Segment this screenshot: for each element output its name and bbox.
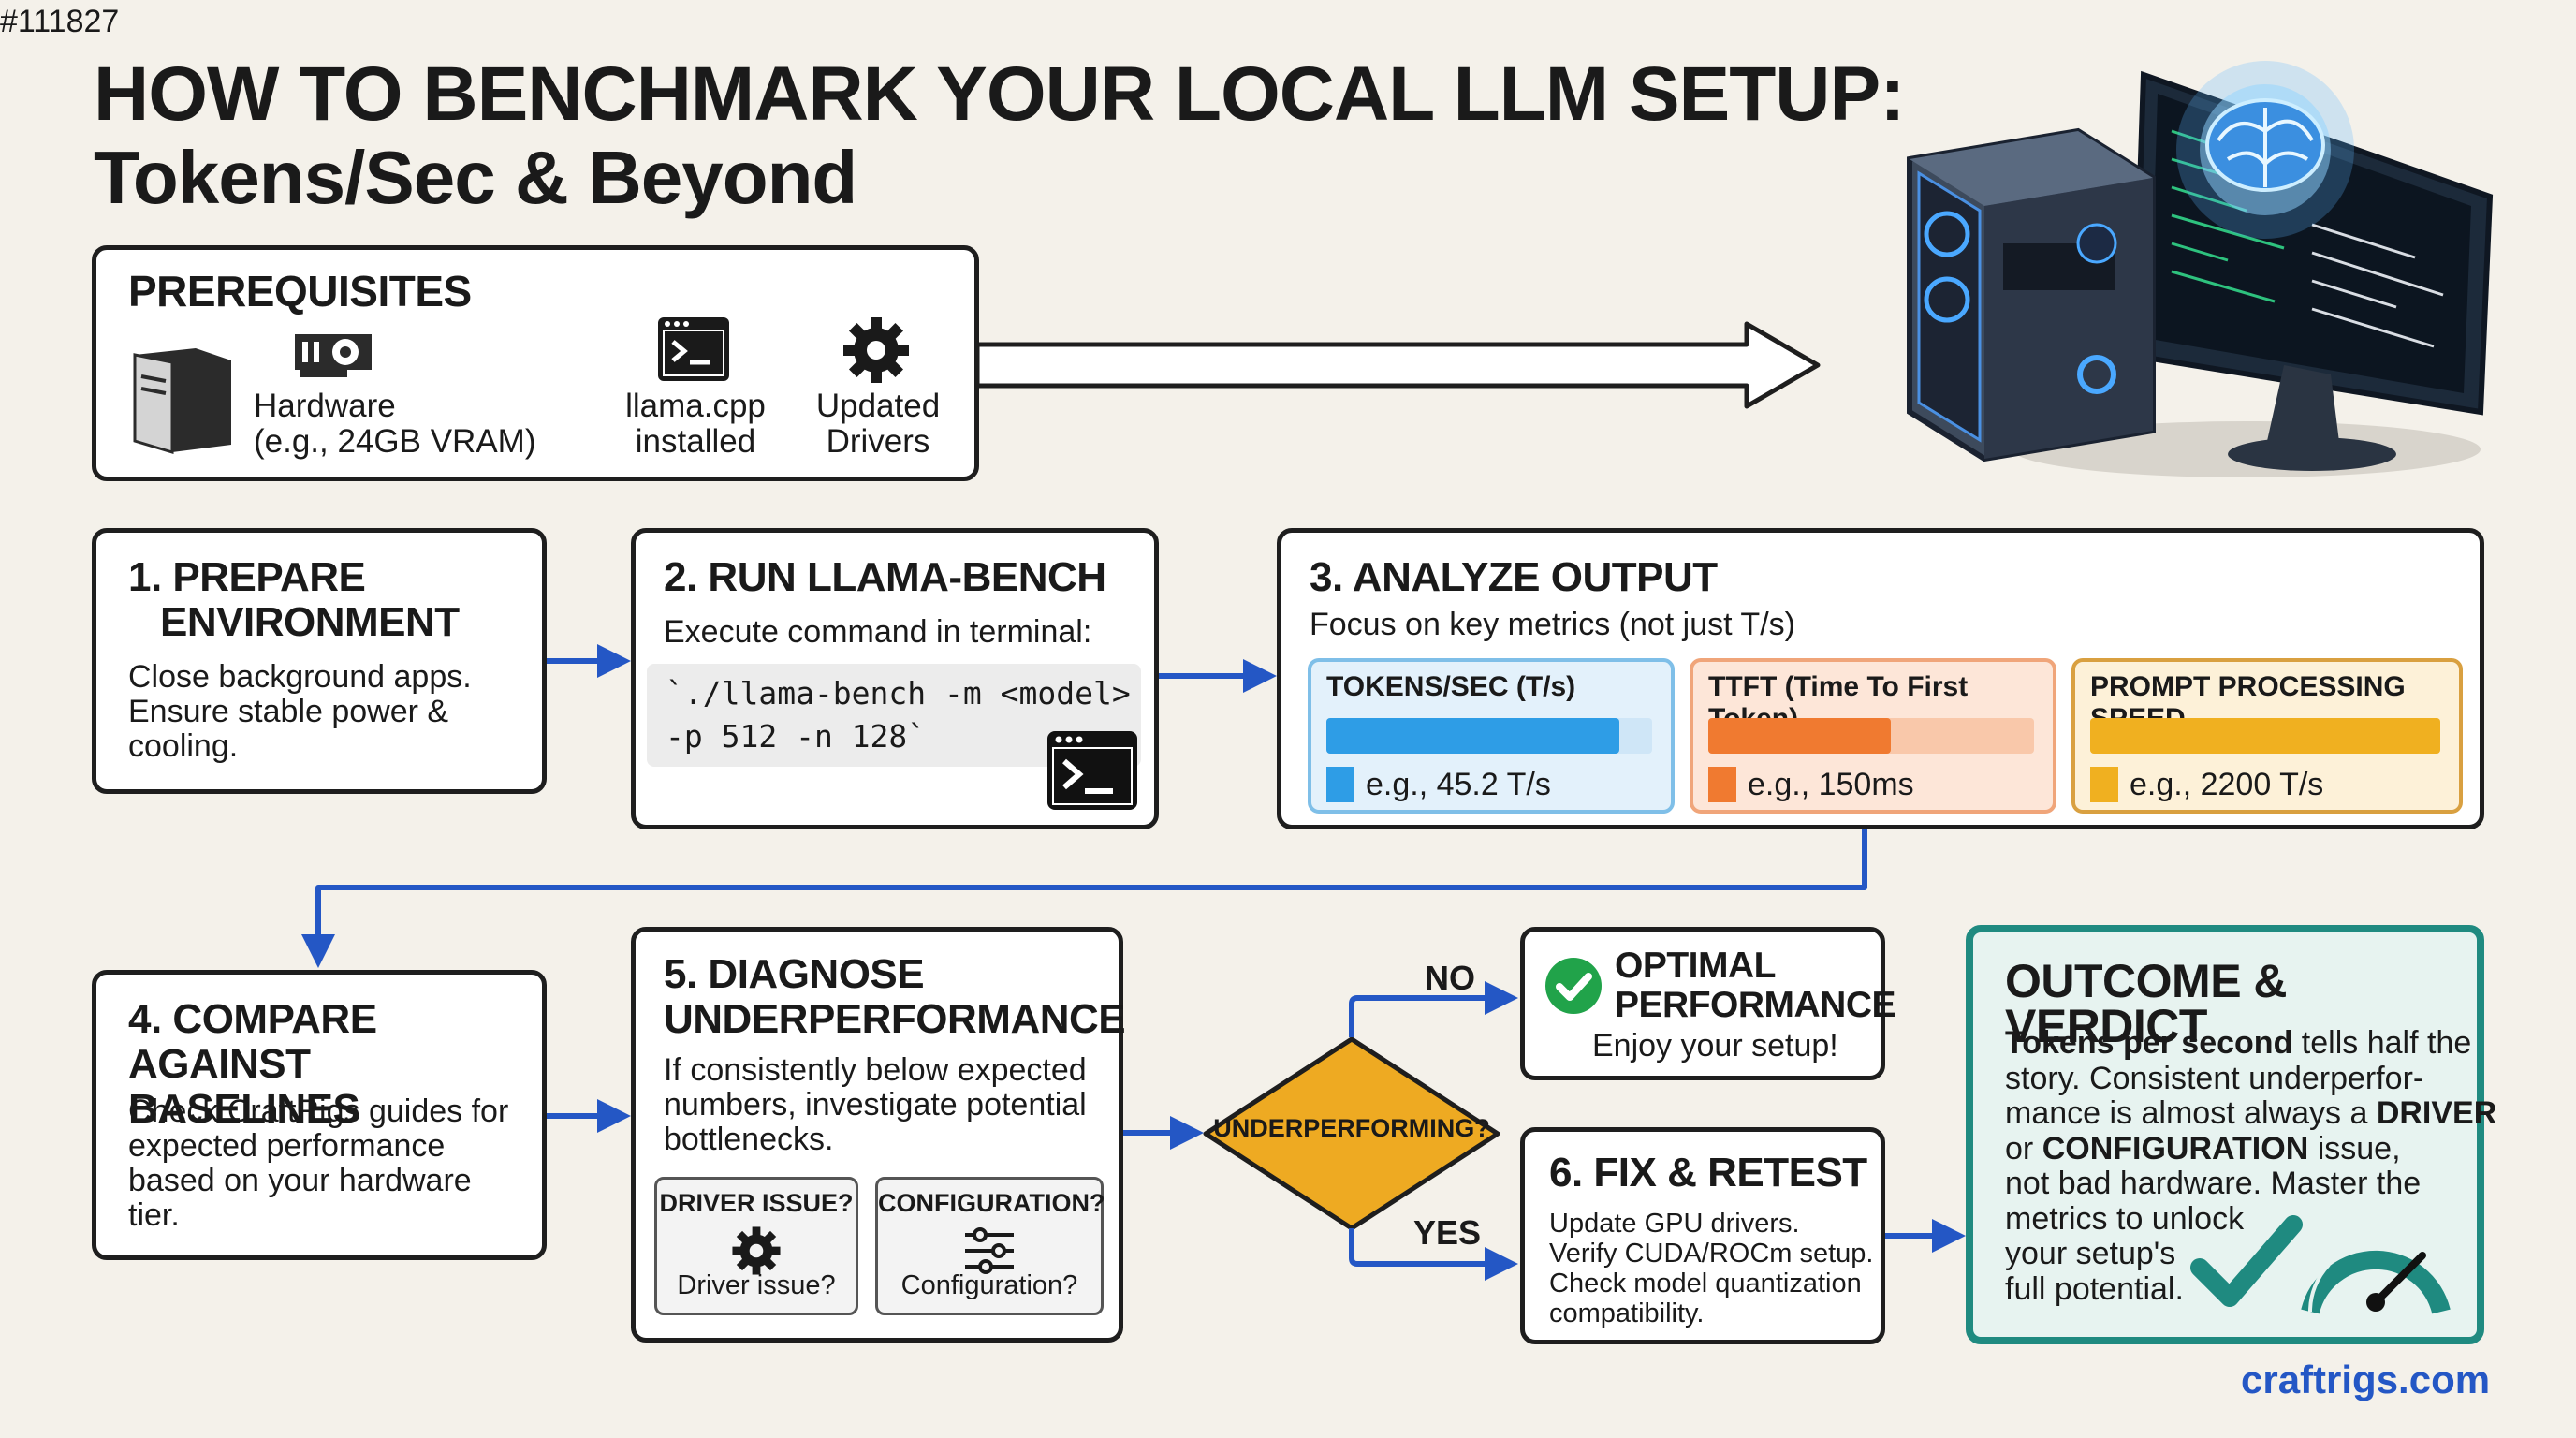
metric-title: TOKENS/SEC (T/s) xyxy=(1326,671,1576,702)
gear-icon xyxy=(843,317,909,383)
brain-icon xyxy=(2176,61,2354,239)
step4-body: Check CraftRigs guides for expected perf… xyxy=(128,1093,509,1233)
speedometer-icon xyxy=(2301,1250,2451,1314)
step1-box: 1. PREPARE ENVIRONMENT Close background … xyxy=(92,528,547,794)
gpu-card-icon xyxy=(295,334,372,377)
step1-body: Close background apps. Ensure stable pow… xyxy=(128,659,472,764)
page-title: HOW TO BENCHMARK YOUR LOCAL LLM SETUP: T… xyxy=(94,51,1906,221)
optimal-body: Enjoy your setup! xyxy=(1592,1028,1838,1064)
outcome-box: OUTCOME & VERDICT Tokens per second tell… xyxy=(1966,925,2496,1344)
step3-box: 3. ANALYZE OUTPUT Focus on key metrics (… xyxy=(1277,528,2484,829)
sliders-icon xyxy=(965,1227,1014,1274)
metric-bar-fill xyxy=(1708,718,1891,754)
pc-tower xyxy=(1907,127,2156,462)
prerequisites-heading: PREREQUISITES xyxy=(128,267,472,315)
command-line-1: `./llama-bench -m <model> xyxy=(666,675,1131,712)
terminal-icon xyxy=(1047,731,1137,810)
configuration-label: Configuration? xyxy=(900,1270,1078,1300)
arrow-3-to-4 xyxy=(301,829,1867,968)
title-line-1: HOW TO BENCHMARK YOUR LOCAL LLM SETUP: xyxy=(94,51,1906,137)
metric-card: TTFT (Time To First Token)e.g., 150ms xyxy=(1690,658,2056,814)
optimal-performance-box: OPTIMAL PERFORMANCE Enjoy your setup! xyxy=(1520,927,1896,1080)
step4-heading: 4. COMPARE AGAINST BASELINES xyxy=(128,996,377,1132)
metric-bar-fill xyxy=(1326,718,1620,754)
metric-swatch xyxy=(2090,767,2118,802)
computer-illustration xyxy=(1907,61,2494,477)
metric-example: e.g., 45.2 T/s xyxy=(1366,767,1551,802)
decision-label: UNDERPERFORMING? xyxy=(1213,1114,1490,1142)
metric-swatch xyxy=(1708,767,1736,802)
driver-issue-title: DRIVER ISSUE? xyxy=(659,1189,854,1217)
metric-bar-track xyxy=(1326,718,1652,754)
step4-box: 4. COMPARE AGAINST BASELINES Check Craft… xyxy=(92,970,547,1260)
step5-body: If consistently below expected numbers, … xyxy=(664,1052,1087,1157)
metric-bar-track xyxy=(2090,718,2440,754)
step5-box: 5. DIAGNOSE UNDERPERFORMANCE If consiste… xyxy=(631,927,1126,1343)
no-label: NO xyxy=(1425,959,1475,997)
metric-bar-track xyxy=(1708,718,2034,754)
outcome-heading: OUTCOME & VERDICT xyxy=(2005,955,2288,1052)
checkmark-icon xyxy=(2190,1215,2303,1307)
step6-body: Update GPU drivers. Verify CUDA/ROCm set… xyxy=(1549,1209,1874,1328)
arrow-no xyxy=(1349,981,1518,1037)
configuration-card: CONFIGURATION? Configuration? xyxy=(875,1177,1105,1315)
metric-bar-fill xyxy=(2090,718,2440,754)
step2-box: 2. RUN LLAMA-BENCH Execute command in te… xyxy=(631,528,1159,829)
step2-heading: 2. RUN LLAMA-BENCH xyxy=(664,554,1106,600)
yes-label: YES xyxy=(1413,1213,1482,1252)
step6-heading: 6. FIX & RETEST xyxy=(1549,1150,1867,1196)
llamacpp-label: llama.cpp installed xyxy=(625,388,766,460)
site-link[interactable]: craftrigs.com xyxy=(2241,1357,2491,1401)
prerequisites-box: PREREQUISITES Hardware (e.g., 24GB VRAM)… xyxy=(92,245,979,481)
prerequisites-arrow xyxy=(974,321,1821,409)
tower-icon xyxy=(133,348,231,455)
driver-issue-label: Driver issue? xyxy=(677,1270,836,1300)
step1-heading: 1. PREPARE ENVIRONMENT xyxy=(128,554,460,645)
command-line-2: -p 512 -n 128` xyxy=(666,718,927,755)
outcome-body: Tokens per second tells half the story. … xyxy=(2005,1025,2497,1307)
metric-card: PROMPT PROCESSING SPEEDe.g., 2200 T/s xyxy=(2071,658,2463,814)
drivers-label: Updated Drivers xyxy=(815,388,941,460)
metric-example: e.g., 150ms xyxy=(1748,767,1914,802)
optimal-heading: OPTIMAL PERFORMANCE xyxy=(1615,946,1896,1025)
hardware-label: Hardware (e.g., 24GB VRAM) xyxy=(254,388,536,460)
step2-body: Execute command in terminal: xyxy=(664,614,1092,650)
command-code-block: `./llama-bench -m <model> -p 512 -n 128` xyxy=(647,664,1141,767)
check-circle-icon xyxy=(1545,958,1602,1014)
metric-example: e.g., 2200 T/s xyxy=(2130,767,2324,802)
metric-swatch xyxy=(1326,767,1354,802)
configuration-title: CONFIGURATION? xyxy=(878,1189,1105,1217)
step6-box: 6. FIX & RETEST Update GPU drivers. Veri… xyxy=(1520,1127,1885,1344)
title-line-2: Tokens/Sec & Beyond xyxy=(94,136,857,219)
image-id: #111827 xyxy=(0,4,120,39)
terminal-icon xyxy=(658,317,729,381)
arrow-yes xyxy=(1349,1228,1518,1281)
step3-body: Focus on key metrics (not just T/s) xyxy=(1310,607,1795,642)
metric-card: TOKENS/SEC (T/s) e.g., 45.2 T/s xyxy=(1308,658,1675,814)
driver-issue-card: DRIVER ISSUE? Driver issue? xyxy=(654,1177,858,1315)
step5-heading: 5. DIAGNOSE UNDERPERFORMANCE xyxy=(664,951,1126,1042)
step3-heading: 3. ANALYZE OUTPUT xyxy=(1310,554,1718,600)
gear-icon xyxy=(732,1226,781,1275)
